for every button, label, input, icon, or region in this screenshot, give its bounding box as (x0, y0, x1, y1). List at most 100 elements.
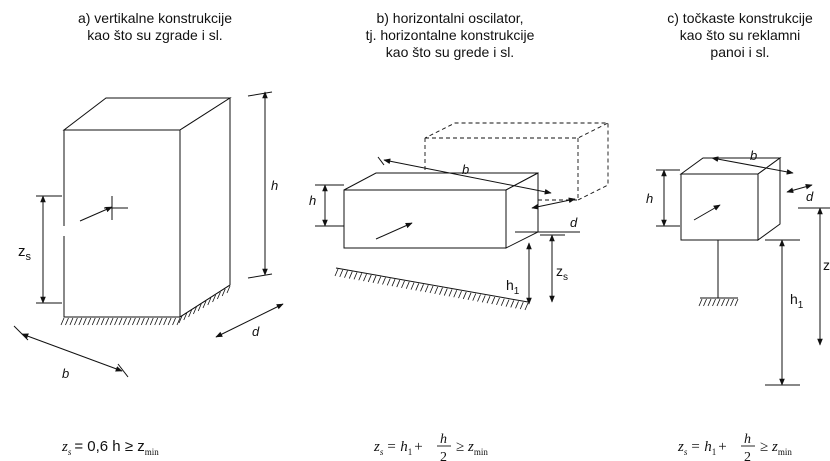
ground-hatch-stroke (100, 317, 105, 326)
ground-hatch-stroke (105, 317, 109, 326)
ground-hatch-stroke (712, 298, 716, 307)
caption-line: panoi i sl. (710, 44, 770, 60)
caption-vertical-structures: a) vertikalne konstrukcije kao što su zg… (40, 10, 270, 44)
ground-hatch-stroke (176, 317, 181, 326)
panel-a-building (13, 91, 284, 378)
ground-hatch-stroke (348, 271, 353, 279)
fraction-denominator: 2 (440, 450, 447, 461)
ground-hatch-stroke (132, 317, 136, 326)
ground-hatch-stroke (415, 283, 420, 291)
ground-hatch-stroke (443, 288, 448, 296)
ground-hatch-stroke (424, 284, 429, 293)
label-b: b (62, 366, 69, 381)
ground-hatch-stroke (188, 309, 192, 318)
ground-hatch-stroke (183, 312, 188, 321)
caption-line: kao što su zgrade i sl. (87, 27, 223, 43)
ground-hatch-stroke (372, 275, 377, 283)
dimension-line-d (786, 184, 813, 193)
ground-hatch-stroke (96, 317, 101, 326)
building-box-side (179, 97, 231, 318)
ground-hatch-stroke (158, 317, 163, 326)
label-d: d (806, 189, 814, 204)
ground-hatch-stroke (78, 317, 83, 326)
ground-hatch-stroke (172, 317, 176, 326)
ground-hatch-stroke (217, 291, 221, 300)
beam-top (343, 172, 539, 191)
ground-hatch-stroke (405, 281, 410, 289)
formula-b: zs= h1+ h 2 ≥ zmin (373, 432, 488, 461)
ground-hatch-stroke (358, 273, 363, 281)
label-d: d (570, 215, 578, 230)
ground-hatch-stroke (140, 317, 145, 326)
panel-c-billboard (656, 156, 830, 386)
dimension-line-b (383, 158, 552, 195)
ground-hatch-stroke (716, 298, 721, 307)
ground-hatch-stroke (734, 298, 739, 307)
label-zs: zs (18, 243, 32, 263)
ground-hatch-stroke (193, 306, 197, 315)
ground-hatch-stroke (496, 297, 500, 306)
ground-hatch-stroke (515, 301, 519, 309)
ground-hatch-stroke (167, 317, 172, 326)
wind-arrow (375, 222, 413, 240)
ground-hatch-stroke (486, 296, 491, 304)
caption-line: c) točkaste konstrukcije (667, 10, 813, 26)
ground-hatch-stroke (91, 317, 96, 326)
ground-hatch-stroke (69, 317, 74, 326)
ground-hatch-stroke (401, 280, 405, 289)
label-b: b (462, 162, 469, 177)
ground-hatch-stroke (410, 282, 415, 290)
svg-text:zs= 0,6 h ≥ zmin: zs= 0,6 h ≥ zmin (61, 438, 159, 457)
dimension-line-b (21, 333, 123, 372)
billboard-front (680, 173, 759, 241)
ground-hatch-stroke (505, 299, 510, 307)
ground-hatch-stroke (500, 298, 505, 306)
ground-hatch-stroke (453, 290, 458, 298)
ground-hatch-stroke (524, 302, 529, 311)
label-h1: h1 (790, 291, 804, 311)
ground-hatch-stroke (197, 303, 202, 312)
ground-hatch-stroke (226, 285, 231, 294)
beam-front (343, 189, 507, 249)
ground-hatch-stroke (339, 269, 344, 278)
formula-a: zs= 0,6 h ≥ zmin (61, 438, 159, 457)
ground-hatch-stroke (396, 279, 401, 288)
dimension-line-d (531, 197, 576, 210)
ground-hatch-stroke (510, 300, 515, 308)
label-h1: h1 (506, 277, 520, 297)
label-d: d (252, 324, 260, 339)
ground-hatch-stroke (472, 293, 477, 301)
ground-line (335, 267, 529, 303)
ground-hatch-stroke (127, 317, 132, 326)
ground-hatch-stroke (65, 317, 69, 326)
ground-hatch (64, 284, 231, 318)
ground-hatch-stroke (491, 296, 496, 305)
ground-hatch-stroke (109, 317, 114, 326)
ground-hatch-stroke (212, 294, 216, 303)
ground-hatch-stroke (703, 298, 707, 307)
panel-c-hatch (698, 298, 739, 307)
svg-text:≥ zmin: ≥ zmin (456, 439, 488, 457)
ground-hatch-stroke (725, 298, 730, 307)
panel-b-beam (315, 122, 609, 305)
caption-line: kao što su grede i sl. (385, 44, 515, 60)
label-zs: zs (556, 263, 568, 283)
ground-hatch-stroke (145, 317, 150, 326)
ground-hatch-stroke (434, 286, 439, 295)
panel-b-hatch (334, 268, 529, 311)
ground-hatch-stroke (448, 289, 453, 297)
caption-line: a) vertikalne konstrukcije (77, 10, 233, 26)
ground-hatch-stroke (202, 300, 207, 309)
fraction-numerator: h (440, 432, 447, 447)
ground-hatch-stroke (353, 272, 358, 280)
ground-hatch-stroke (207, 297, 212, 306)
ground-hatch-stroke (467, 292, 472, 300)
ground-hatch-stroke (429, 285, 434, 294)
ground-hatch-stroke (481, 295, 486, 303)
ground-hatch-stroke (136, 317, 141, 326)
ground-hatch-stroke (118, 317, 123, 326)
ground-hatch-stroke (721, 298, 725, 307)
ground-hatch-stroke (82, 317, 87, 326)
caption-line: tj. horizontalne konstrukcije (365, 27, 535, 43)
ground-hatch-stroke (391, 279, 396, 287)
